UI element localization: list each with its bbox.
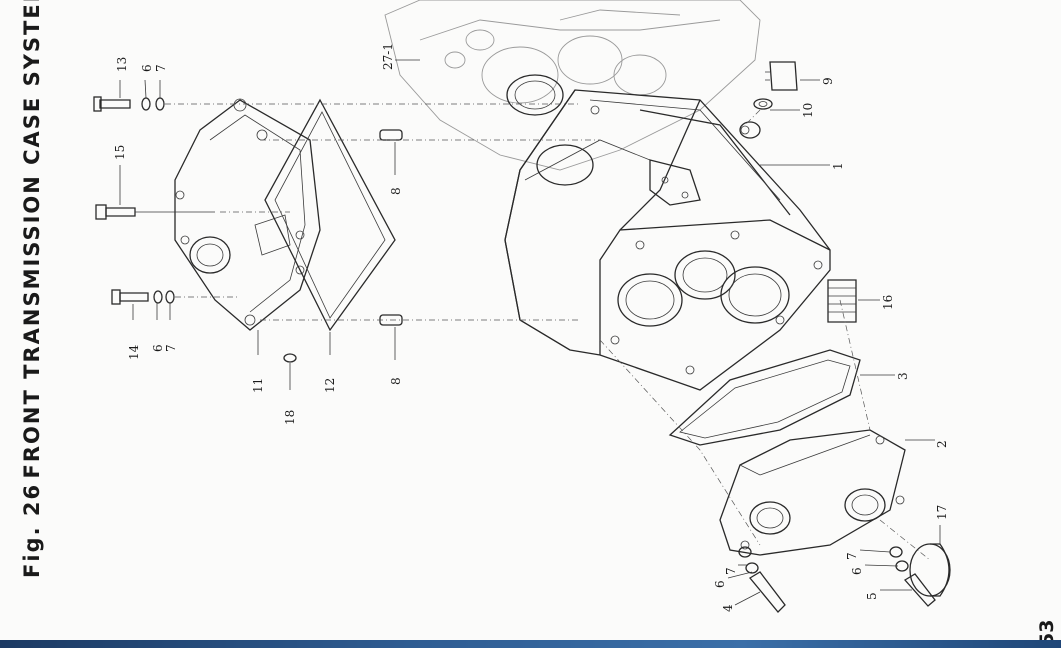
callout-13: 13: [115, 57, 129, 72]
callout-14: 14: [127, 344, 141, 360]
callout-7-mid: 7: [164, 344, 178, 352]
callout-8-top: 8: [389, 187, 403, 195]
leader-lines: [119, 59, 941, 606]
alignment-lines: [165, 103, 931, 561]
cap: [909, 543, 951, 597]
callout-7-top: 7: [154, 64, 168, 72]
callout-10: 10: [801, 103, 815, 118]
callout-7-front-left: 7: [724, 567, 738, 575]
front-cover-gasket: [668, 349, 861, 446]
callout-8-bottom: 8: [389, 377, 403, 385]
callout-6-front-left: 6: [713, 580, 727, 588]
callout-6-mid: 6: [151, 344, 165, 352]
callout-9: 9: [821, 77, 835, 85]
callout-7-front-right: 7: [845, 552, 859, 560]
callout-6-top: 6: [140, 64, 154, 72]
callout-16: 16: [881, 295, 895, 310]
callout-17: 17: [935, 505, 949, 520]
drain-plug: [753, 61, 798, 110]
callout-18: 18: [283, 410, 297, 425]
top-cover: [174, 98, 321, 331]
callout-6-front-right: 6: [850, 567, 864, 575]
callout-11: 11: [251, 378, 265, 393]
callout-3: 3: [896, 372, 910, 380]
callout-labels: 27-1 13 6 7 9 10 15 1 8 8 14 6 7 16 11 1…: [113, 43, 949, 612]
callout-2: 2: [935, 440, 949, 448]
front-cover: [719, 429, 906, 556]
callout-4: 4: [721, 604, 735, 612]
callout-1: 1: [831, 162, 845, 170]
dowel-pins: [379, 129, 403, 326]
rear-case-ghost: [384, 0, 761, 171]
stud: [827, 279, 857, 323]
callout-27-1: 27-1: [381, 43, 395, 70]
callout-15: 15: [113, 145, 127, 160]
callout-12: 12: [323, 378, 337, 393]
bottom-color-bar: [0, 640, 1061, 648]
front-case-body: [504, 74, 831, 391]
top-cover-gasket: [264, 98, 396, 332]
callout-5: 5: [865, 592, 879, 600]
bolts-and-washers: [93, 96, 936, 613]
